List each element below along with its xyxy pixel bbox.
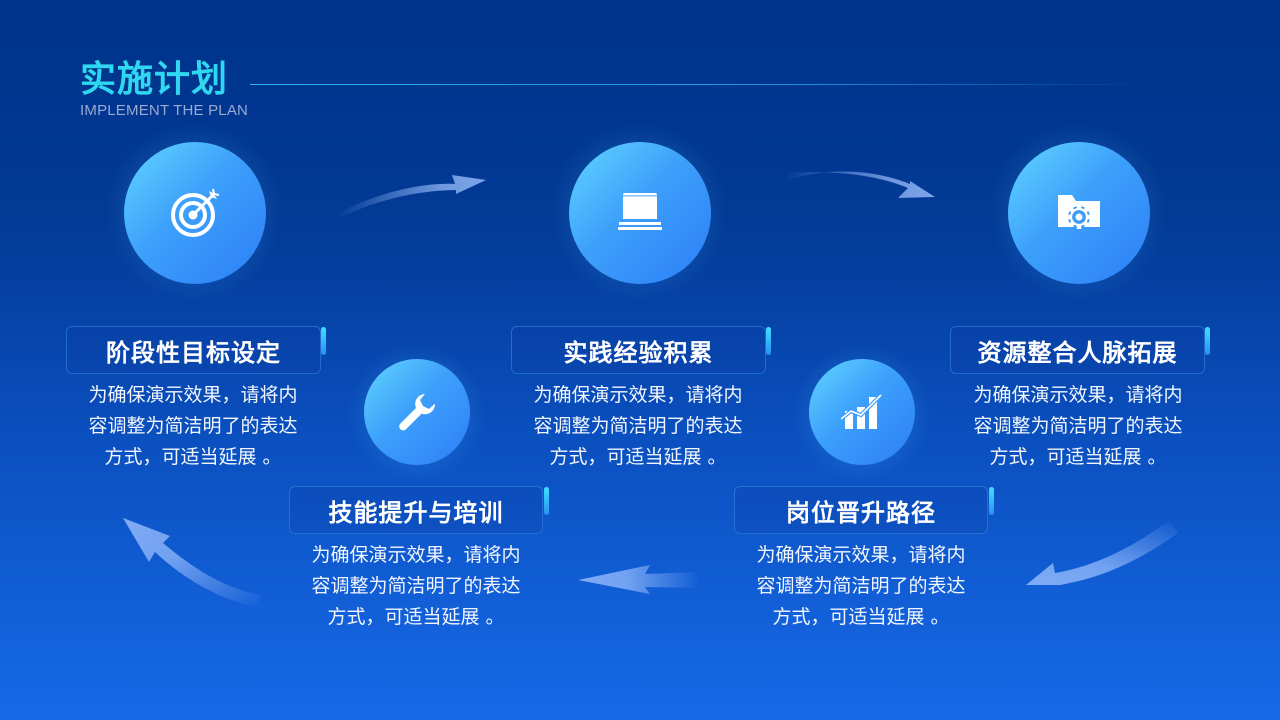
desc-line: 方式，可适当延展 。 bbox=[549, 446, 727, 468]
step-4-bubble bbox=[809, 359, 915, 465]
step-5-bubble bbox=[1008, 142, 1150, 284]
desc-line: 为确保演示效果，请将内 bbox=[756, 544, 966, 566]
step-4-description: 为确保演示效果，请将内 容调整为简洁明了的表达 方式，可适当延展 。 bbox=[733, 540, 989, 633]
wrench-icon bbox=[399, 394, 436, 431]
step-1-accent-bar bbox=[321, 327, 326, 355]
desc-line: 容调整为简洁明了的表达 bbox=[533, 415, 743, 437]
page-subtitle: IMPLEMENT THE PLAN bbox=[80, 102, 249, 119]
step-3-title-text: 实践经验积累 bbox=[563, 338, 714, 367]
step-5-accent-bar bbox=[1205, 327, 1210, 355]
desc-line: 容调整为简洁明了的表达 bbox=[756, 575, 966, 597]
step-3-accent-bar bbox=[766, 327, 771, 355]
step-2-title-text: 技能提升与培训 bbox=[328, 498, 504, 527]
step-4-pin bbox=[792, 344, 932, 490]
desc-line: 方式，可适当延展 。 bbox=[772, 606, 950, 628]
flow-arrow-3-to-5 bbox=[785, 171, 935, 198]
flow-arrow-2-to-1 bbox=[123, 518, 260, 608]
desc-line: 容调整为简洁明了的表达 bbox=[311, 575, 521, 597]
desc-line: 为确保演示效果，请将内 bbox=[311, 544, 521, 566]
step-1-title: 阶段性目标设定 bbox=[66, 326, 321, 374]
flow-arrow-5-to-4 bbox=[1026, 520, 1178, 585]
folder-gear-icon bbox=[1058, 195, 1100, 229]
step-1-title-text: 阶段性目标设定 bbox=[106, 338, 281, 367]
step-3-title: 实践经验积累 bbox=[511, 326, 766, 374]
growth-chart-icon bbox=[841, 393, 883, 429]
step-1-pin bbox=[104, 122, 284, 316]
step-1-bubble bbox=[124, 142, 266, 284]
step-2-title: 技能提升与培训 bbox=[289, 486, 543, 534]
header: 实施计划 IMPLEMENT THE PLAN bbox=[80, 58, 248, 119]
desc-line: 为确保演示效果，请将内 bbox=[973, 384, 1183, 406]
step-4-title: 岗位晋升路径 bbox=[734, 486, 988, 534]
step-3-description: 为确保演示效果，请将内 容调整为简洁明了的表达 方式，可适当延展 。 bbox=[510, 380, 766, 473]
desc-line: 方式，可适当延展 。 bbox=[104, 446, 282, 468]
laptop-icon bbox=[618, 193, 662, 230]
step-4-title-text: 岗位晋升路径 bbox=[786, 498, 936, 527]
step-3-pin bbox=[549, 122, 729, 316]
step-2-bubble bbox=[364, 359, 470, 465]
step-2-pin bbox=[347, 344, 487, 490]
step-1-description: 为确保演示效果，请将内 容调整为简洁明了的表达 方式，可适当延展 。 bbox=[65, 380, 321, 473]
desc-line: 方式，可适当延展 。 bbox=[989, 446, 1167, 468]
step-5-pin bbox=[988, 122, 1168, 316]
desc-line: 为确保演示效果，请将内 bbox=[533, 384, 743, 406]
step-2-description: 为确保演示效果，请将内 容调整为简洁明了的表达 方式，可适当延展 。 bbox=[288, 540, 544, 633]
flow-arrow-4-to-2 bbox=[578, 565, 700, 594]
step-3-bubble bbox=[569, 142, 711, 284]
target-icon bbox=[171, 188, 220, 237]
step-5-title: 资源整合人脉拓展 bbox=[950, 326, 1205, 374]
step-5-title-text: 资源整合人脉拓展 bbox=[977, 338, 1178, 367]
step-5-description: 为确保演示效果，请将内 容调整为简洁明了的表达 方式，可适当延展 。 bbox=[950, 380, 1206, 473]
desc-line: 为确保演示效果，请将内 bbox=[88, 384, 298, 406]
flow-arrow-1-to-3 bbox=[335, 175, 486, 218]
page-title: 实施计划 bbox=[80, 59, 229, 100]
desc-line: 容调整为简洁明了的表达 bbox=[973, 415, 1183, 437]
desc-line: 方式，可适当延展 。 bbox=[327, 606, 505, 628]
desc-line: 容调整为简洁明了的表达 bbox=[88, 415, 298, 437]
step-2-accent-bar bbox=[544, 487, 549, 515]
title-divider bbox=[250, 84, 1150, 85]
step-4-accent-bar bbox=[989, 487, 994, 515]
